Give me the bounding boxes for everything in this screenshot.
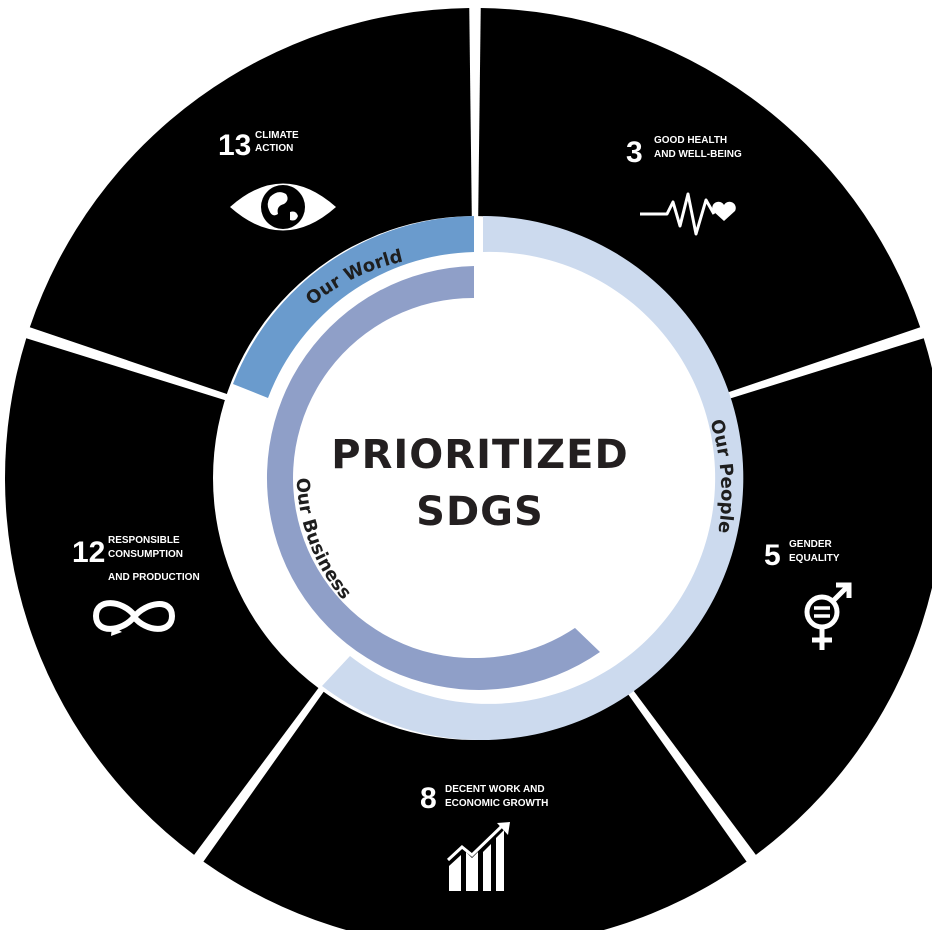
center-title-line2: SDGS [416, 489, 544, 535]
sdg-5-segment-content: 5 GENDER EQUALITY [764, 539, 852, 650]
sdg-12-number: 12 [72, 536, 105, 569]
infinity-icon [92, 600, 176, 636]
sdg-8-number: 8 [420, 782, 437, 815]
our-business-arc [266, 266, 600, 690]
our-people-arc [322, 216, 744, 740]
sdg-12-title-line1: RESPONSIBLE [108, 535, 180, 546]
sdg-12-title-line3: AND PRODUCTION [108, 572, 200, 583]
center-title-line1: PRIORITIZED [331, 432, 628, 478]
eye-globe-icon [230, 183, 336, 231]
sdg-12-segment-content: 12 RESPONSIBLE CONSUMPTION AND PRODUCTIO… [72, 535, 200, 636]
center-circle [298, 302, 654, 658]
growth-chart-icon [446, 822, 510, 891]
sdg-13-number: 13 [218, 129, 251, 162]
sdg-5-number: 5 [764, 539, 781, 572]
sdg-5-title-line1: GENDER [789, 539, 833, 550]
sdg-8-title-line1: DECENT WORK AND [445, 784, 545, 795]
sdg-8-title-line2: ECONOMIC GROWTH [445, 798, 548, 809]
gender-equality-icon [804, 582, 852, 650]
our-world-arc [233, 216, 474, 398]
sdg-13-title-line2: ACTION [255, 143, 293, 154]
sdg-8-segment-content: 8 DECENT WORK AND ECONOMIC GROWTH [420, 782, 548, 891]
sdg-3-number: 3 [626, 136, 643, 169]
sdg-12-title-line2: CONSUMPTION [108, 549, 183, 560]
sdg-3-title-line2: AND WELL-BEING [654, 149, 742, 160]
sdg-13-segment-content: 13 CLIMATE ACTION [218, 129, 336, 231]
sdg-13-title-line1: CLIMATE [255, 130, 299, 141]
sdg-3-segment-content: 3 GOOD HEALTH AND WELL-BEING [626, 135, 742, 236]
sdg-3-title-line1: GOOD HEALTH [654, 135, 727, 146]
sdg-5-title-line2: EQUALITY [789, 553, 840, 564]
heartbeat-icon [640, 192, 736, 236]
